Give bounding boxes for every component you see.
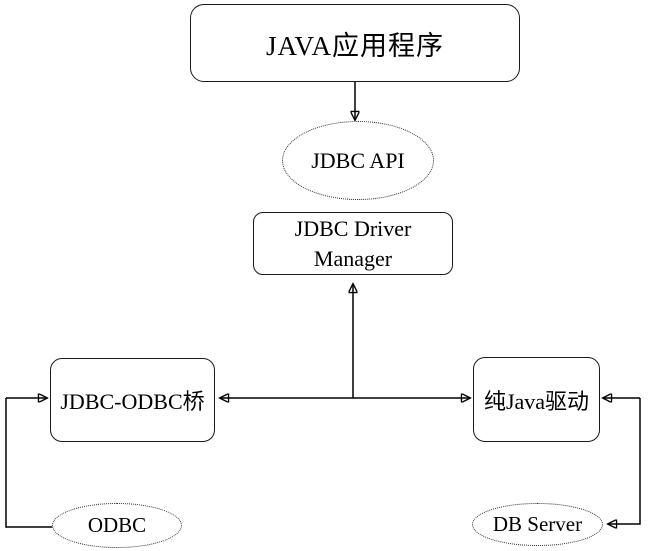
arrow-right-elbow-to-db-server [608, 398, 641, 524]
node-java-application: JAVA应用程序 [190, 4, 520, 82]
node-db-server: DB Server [472, 503, 603, 546]
jdbc-driver-manager-label-line1: JDBC Driver [294, 215, 412, 241]
node-pure-java-driver: 纯Java驱动 [473, 357, 600, 442]
pure-java-driver-label: 纯Java驱动 [483, 388, 590, 414]
node-jdbc-driver-manager: JDBC Driver Manager [253, 212, 453, 275]
odbc-label: ODBC [87, 513, 147, 537]
jdbc-api-label: JDBC API [311, 147, 405, 173]
node-jdbc-odbc-bridge: JDBC-ODBC桥 [50, 358, 215, 442]
db-server-label: DB Server [492, 512, 583, 536]
jdbc-driver-manager-label-line2: Manager [313, 245, 393, 271]
jdbc-odbc-bridge-label: JDBC-ODBC桥 [60, 389, 205, 414]
java-application-label: JAVA应用程序 [265, 30, 445, 61]
node-odbc: ODBC [52, 503, 182, 548]
node-jdbc-api: JDBC API [282, 121, 434, 200]
